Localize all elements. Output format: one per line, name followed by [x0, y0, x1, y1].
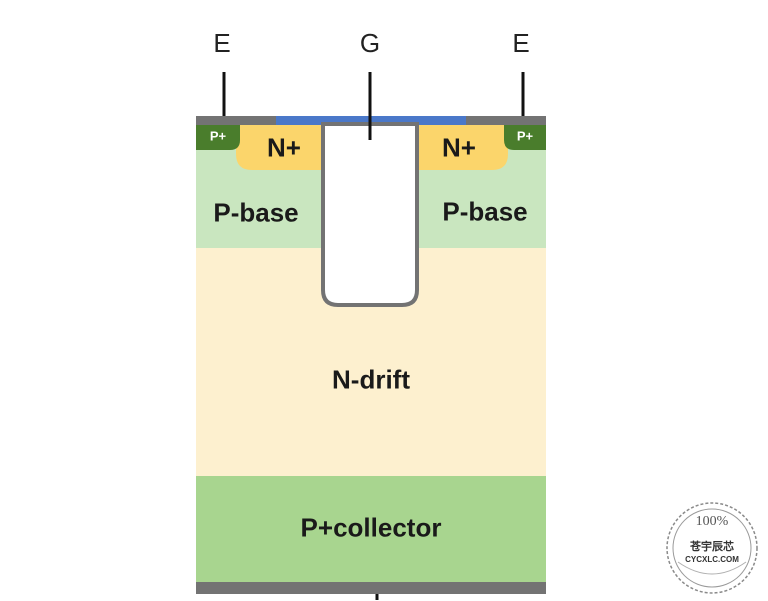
emitter-right-label: E: [512, 28, 530, 58]
p-plus-right-region: [504, 124, 546, 150]
watermark-url: CYCXLC.COM: [685, 555, 739, 564]
p-collector-region: [196, 476, 546, 582]
emitter-left-label: E: [213, 28, 231, 58]
p-plus-right-label: P+: [516, 128, 534, 144]
p-base-right-label: P-base: [442, 196, 528, 227]
watermark-brand: 苍宇辰芯: [690, 540, 734, 553]
p-plus-left-label: P+: [209, 128, 227, 144]
collector-metal: [196, 582, 546, 594]
trench-gate: [321, 122, 419, 307]
p-plus-left-region: [196, 124, 240, 150]
watermark-percent: 100%: [695, 514, 729, 529]
n-plus-left-label: N+: [267, 132, 301, 163]
n-plus-left-region: [236, 124, 324, 170]
n-drift-label: N-drift: [332, 364, 410, 395]
p-collector-label: P+collector: [300, 512, 442, 543]
p-base-left-label: P-base: [213, 197, 299, 228]
n-plus-right-region: [418, 124, 508, 170]
gate-label: G: [359, 28, 381, 58]
watermark-stamp: 100% 苍宇辰芯 CYCXLC.COM: [664, 500, 760, 596]
n-plus-right-label: N+: [442, 132, 476, 163]
